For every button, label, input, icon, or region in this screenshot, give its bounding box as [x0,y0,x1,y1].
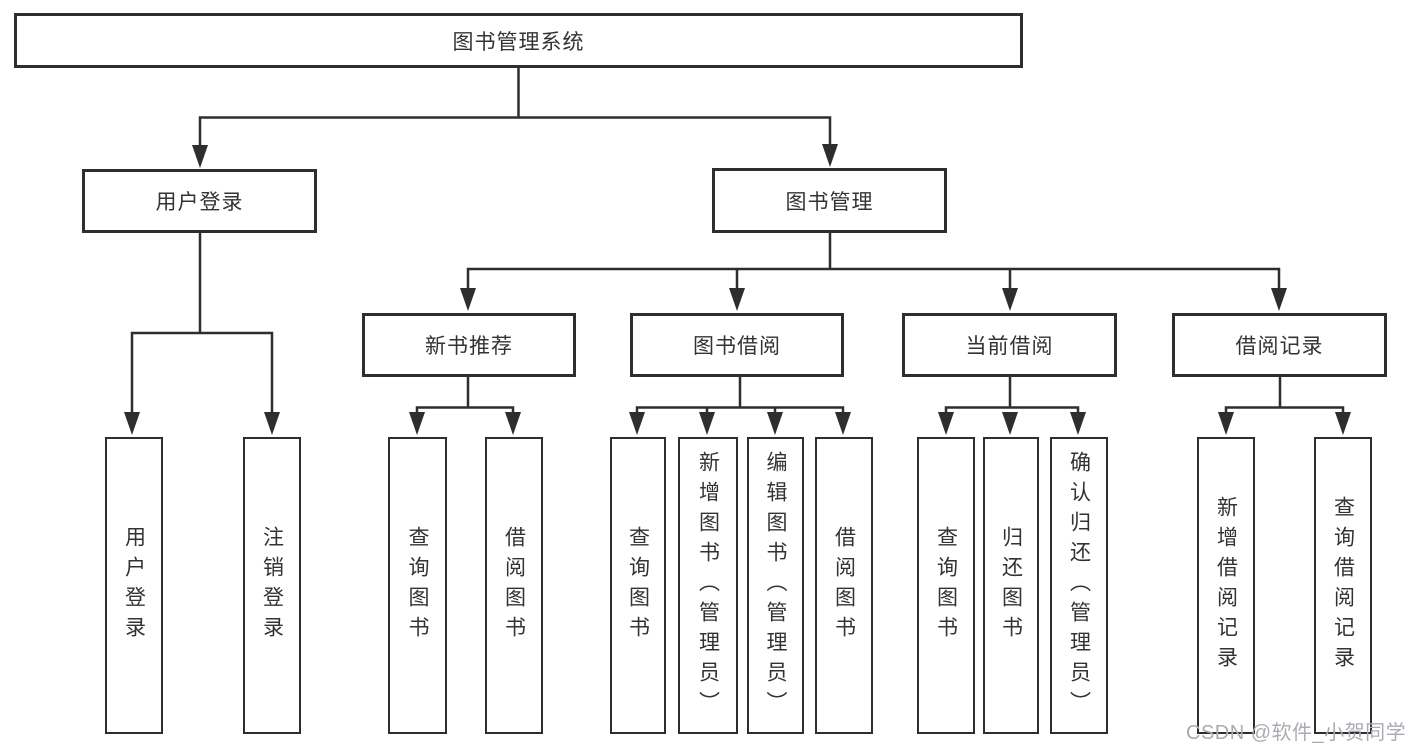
leaf-borrow-borrow-book: 借阅图书 [815,437,873,734]
leaf-label: 归还图书 [999,525,1023,646]
arrowhead-icon [835,412,851,435]
leaf-current-query-book: 查询图书 [917,437,975,734]
arrowhead-icon [1002,288,1018,311]
leaf-label: 查询图书 [406,525,429,646]
arrowhead-icon [629,412,645,435]
leaf-label: 查询图书 [626,525,650,646]
arrowhead-icon [264,412,280,435]
arrowhead-icon [1335,412,1351,435]
edge-bookborrow-to-leaves [635,375,845,419]
leaf-label: 新增借阅记录 [1214,495,1238,676]
node-book-borrow: 图书借阅 [630,313,844,377]
arrowhead-icon [124,412,140,435]
arrowhead-icon [938,412,954,435]
edge-root-to-level2 [198,66,832,152]
node-library-management-system: 图书管理系统 [14,13,1023,68]
leaf-label: 确认归还（管理员） [1067,450,1091,721]
edge-currentborrow-to-leaves [944,375,1080,419]
edge-userlogin-to-leaves [130,231,274,419]
node-book-management: 图书管理 [712,168,947,233]
arrowhead-icon [699,412,715,435]
edge-borrowrecord-to-leaves [1224,375,1345,419]
leaf-user-login: 用户登录 [105,437,163,734]
edge-newbookrec-to-leaves [415,375,515,419]
leaf-label: 借阅图书 [502,525,526,646]
arrowhead-icon [767,412,783,435]
node-borrow-records: 借阅记录 [1172,313,1387,377]
node-user-login: 用户登录 [82,169,317,233]
leaf-label: 新增图书（管理员） [696,450,720,721]
arrowhead-icon [192,145,208,168]
leaf-current-return-book: 归还图书 [983,437,1039,734]
arrowhead-icon [1002,412,1018,435]
leaf-logout-login: 注销登录 [243,437,301,734]
leaf-label: 查询图书 [934,525,958,646]
node-new-book-recommend: 新书推荐 [362,313,576,377]
arrowhead-icon [1271,288,1287,311]
arrowhead-icon [1070,412,1086,435]
arrowhead-icon [822,144,838,167]
leaf-label: 借阅图书 [832,525,856,646]
leaf-records-query-record: 查询借阅记录 [1314,437,1372,734]
leaf-recommend-query-book: 查询图书 [388,437,447,734]
edge-bookmgmt-to-level3 [466,231,1281,295]
arrowhead-icon [1218,412,1234,435]
watermark: CSDN @软件_小贺同学 [1186,722,1405,744]
leaf-borrow-edit-book-admin: 编辑图书（管理员） [747,437,804,734]
leaf-label: 用户登录 [122,525,146,646]
leaf-current-confirm-return-admin: 确认归还（管理员） [1050,437,1108,734]
leaf-recommend-borrow-book: 借阅图书 [485,437,543,734]
arrowheads [124,144,1351,435]
leaf-label: 查询借阅记录 [1331,495,1355,676]
arrowhead-icon [409,412,425,435]
leaf-label: 注销登录 [260,525,284,646]
leaf-label: 编辑图书（管理员） [764,450,787,721]
arrowhead-icon [729,288,745,311]
leaf-borrow-query-book: 查询图书 [610,437,666,734]
arrowhead-icon [505,412,521,435]
leaf-records-add-record: 新增借阅记录 [1197,437,1255,734]
node-current-borrow: 当前借阅 [902,313,1117,377]
arrowhead-icon [460,288,476,311]
leaf-borrow-add-book-admin: 新增图书（管理员） [678,437,738,734]
